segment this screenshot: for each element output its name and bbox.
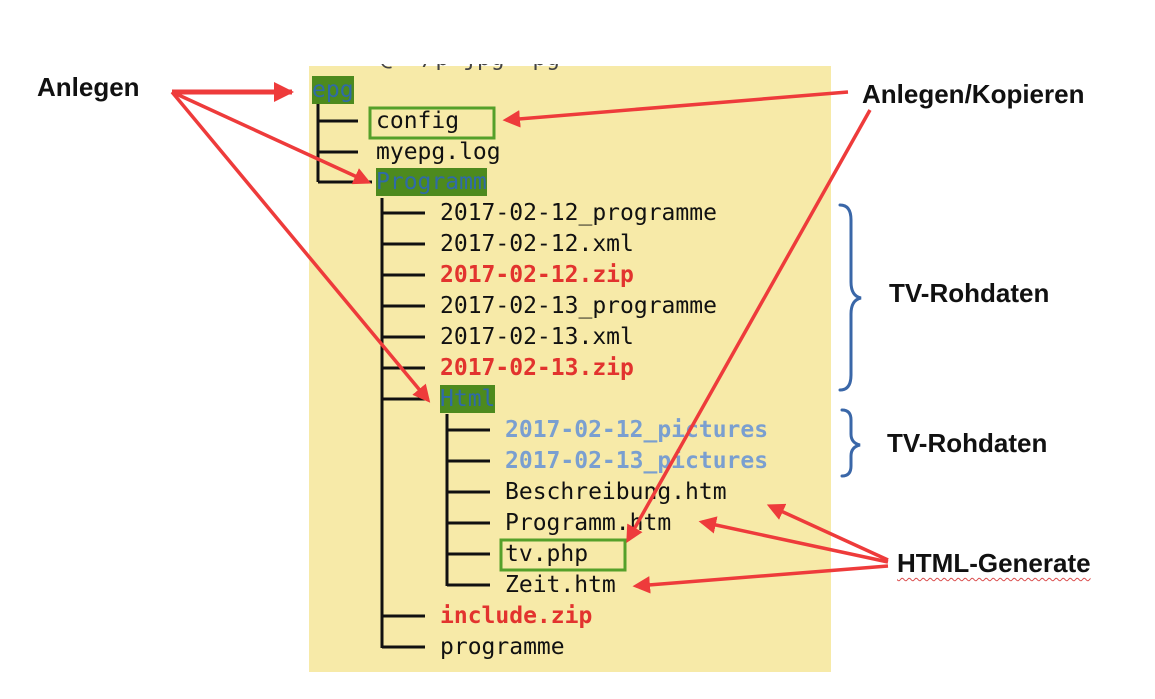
arrow-kopieren-to-tv-php	[626, 109, 872, 544]
arrow-generate-to-programm-htm	[698, 516, 889, 564]
tree-dir-programm: Programm	[376, 168, 487, 196]
tree-header-partial: @ ~/p jpg ~pg	[380, 45, 561, 71]
arrow-anlegen-to-html	[170, 90, 431, 403]
tree-file-programme-0213: 2017-02-13_programme	[440, 293, 717, 319]
label-anlegen-kopieren: Anlegen/Kopieren	[862, 79, 1085, 109]
tree-file-xml-0213: 2017-02-13.xml	[440, 324, 634, 350]
tree-dir-pictures-0212: 2017-02-12_pictures	[505, 417, 769, 443]
tree-file-xml-0212: 2017-02-12.xml	[440, 231, 634, 257]
tree-file-zip-0212: 2017-02-12.zip	[440, 262, 634, 288]
arrow-generate-to-zeit-htm	[632, 564, 889, 594]
tree-dir-pictures-0213: 2017-02-13_pictures	[505, 448, 769, 474]
tree-dir-html: Html	[440, 385, 496, 413]
tree-dir-epg: epg	[312, 76, 354, 104]
arrow-generate-to-beschreibung	[766, 503, 889, 562]
label-anlegen: Anlegen	[37, 72, 140, 102]
tree-file-tv-php: tv.php	[505, 541, 589, 567]
brace-tv-rohdaten-1	[838, 203, 862, 392]
highlight-box-config	[368, 106, 496, 140]
label-html-generate-text: HTML-Generate	[897, 548, 1091, 578]
tree-file-zip-0213: 2017-02-13.zip	[440, 355, 634, 381]
brace-tv-rohdaten-2	[840, 408, 861, 478]
label-html-generate: HTML-Generate	[897, 548, 1091, 579]
label-tv-rohdaten-2: TV-Rohdaten	[887, 428, 1048, 458]
arrow-kopieren-to-config	[502, 90, 849, 128]
tree-file-config: config	[376, 108, 460, 134]
label-tv-rohdaten-1: TV-Rohdaten	[889, 278, 1050, 308]
tree-file-beschreibung: Beschreibung.htm	[505, 479, 727, 505]
tree-file-programme-0212: 2017-02-12_programme	[440, 200, 717, 226]
highlight-box-tv-php	[499, 538, 627, 572]
tree-file-myepg-log: myepg.log	[376, 139, 501, 165]
tree-file-zeit-htm: Zeit.htm	[505, 572, 616, 598]
tree-file-programme: programme	[440, 634, 565, 660]
arrow-anlegen-to-programm	[171, 90, 372, 185]
tree-file-include-zip: include.zip	[440, 603, 593, 629]
